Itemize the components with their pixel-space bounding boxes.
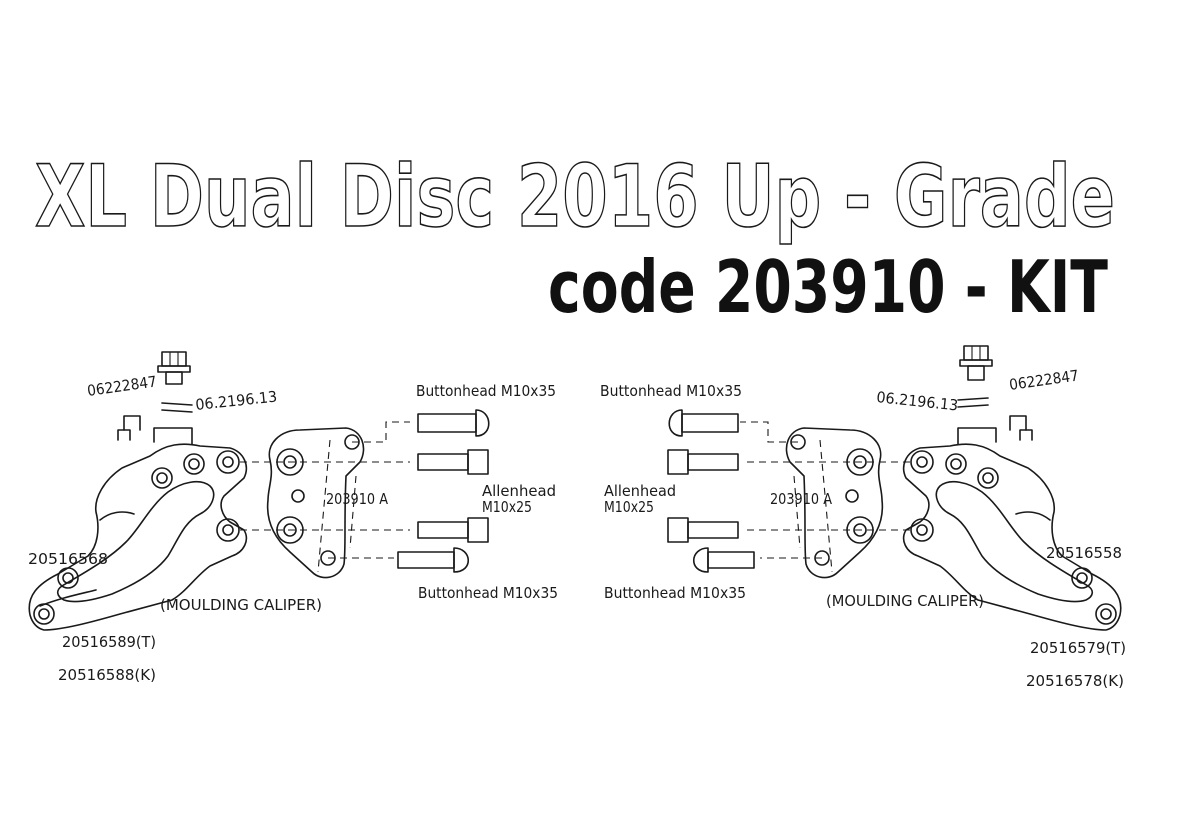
- left-buttonhead-top-label: Buttonhead M10x35: [416, 382, 556, 400]
- right-caliper: [902, 415, 1122, 631]
- left-buttonhead-screw-top: [417, 409, 490, 437]
- right-allenhead-label-line1: Allenhead: [604, 482, 676, 500]
- left-caliper: [28, 415, 248, 631]
- left-allenhead-label-line2: M10x25: [482, 498, 532, 516]
- diagram-title: XL Dual Disc 2016 Up - Grade: [35, 147, 1115, 247]
- left-allenhead-screw-bottom: [417, 517, 489, 543]
- right-washer-code: 06.2196.13: [876, 388, 959, 414]
- right-allenhead-screw-bottom: [667, 517, 739, 543]
- right-code-t: 20516579(T): [1030, 639, 1126, 657]
- right-buttonhead-bottom-label: Buttonhead M10x35: [604, 584, 746, 602]
- right-allenhead-screw-top: [667, 449, 739, 475]
- left-washer-code: 06.2196.13: [195, 388, 278, 414]
- left-banjo-bolt-code: 06222847: [86, 372, 158, 400]
- left-banjo-bolt: [157, 351, 191, 385]
- left-buttonhead-bottom-label: Buttonhead M10x35: [418, 584, 558, 602]
- left-crush-washers: [161, 402, 193, 413]
- right-bracket-label: 203910 A: [770, 490, 833, 508]
- right-assembly: 06222847 06.2196.13 203910 A 20516558 (M…: [600, 345, 1126, 690]
- right-banjo-bolt: [959, 345, 993, 381]
- right-buttonhead-screw-bottom: [692, 547, 755, 573]
- left-assembly: 06222847 06.2196.13 203910 A 20516568 (M…: [28, 351, 558, 684]
- left-buttonhead-screw-bottom: [397, 547, 470, 573]
- left-allenhead-screw-top: [417, 449, 489, 475]
- right-caliper-code: 20516558: [1046, 544, 1122, 562]
- kit-code-title: code 203910 - KIT: [548, 245, 1108, 329]
- left-allenhead-label-line1: Allenhead: [482, 482, 556, 500]
- left-bracket: [266, 427, 365, 579]
- right-allenhead-label-line2: M10x25: [604, 498, 654, 516]
- left-code-t: 20516589(T): [62, 633, 156, 651]
- left-code-k: 20516588(K): [58, 666, 156, 684]
- right-buttonhead-screw-top: [668, 409, 739, 437]
- left-caliper-note: (MOULDING CALIPER): [160, 596, 322, 614]
- right-buttonhead-top-label: Buttonhead M10x35: [600, 382, 742, 400]
- right-code-k: 20516578(K): [1026, 672, 1124, 690]
- right-caliper-note: (MOULDING CALIPER): [826, 592, 984, 610]
- left-bracket-label: 203910 A: [326, 490, 389, 508]
- right-crush-washers: [957, 397, 989, 408]
- right-banjo-bolt-code: 06222847: [1008, 366, 1080, 394]
- left-caliper-code: 20516568: [28, 550, 108, 568]
